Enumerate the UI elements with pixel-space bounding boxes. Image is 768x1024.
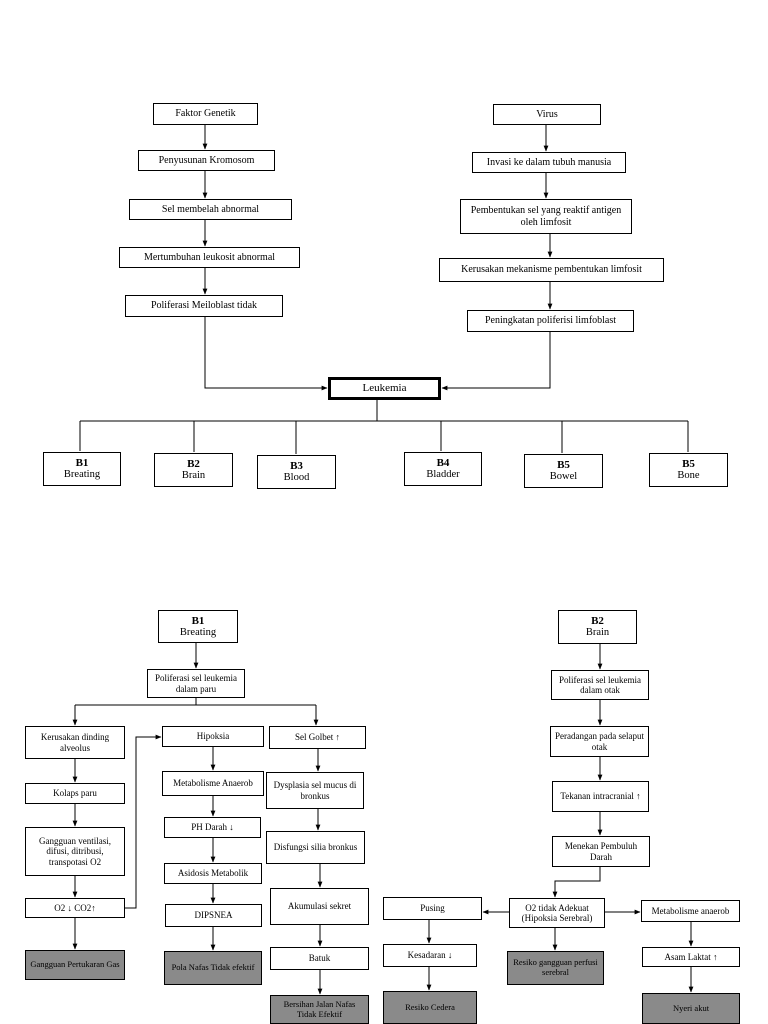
node-leukemia: Leukemia — [328, 377, 441, 400]
branch-label: Bowel — [549, 471, 578, 483]
b2-label: Brain — [585, 627, 610, 639]
node-penyusunan-kromosom: Penyusunan Kromosom — [138, 150, 275, 171]
branch-label: Bladder — [426, 469, 460, 481]
node-kerusakan-limfosit: Kerusakan mekanisme pembentukan limfosit — [439, 258, 664, 282]
b1-mid-2: Metabolisme Anaerob — [162, 771, 264, 796]
b1-dx-gas-exchange: Gangguan Pertukaran Gas — [25, 950, 125, 980]
node-virus: Virus — [493, 104, 601, 125]
branch-code: B1 — [75, 457, 89, 470]
branch-b1: B1 Breating — [43, 452, 121, 486]
b2-dx-acute-pain: Nyeri akut — [642, 993, 740, 1024]
b2-chain-1: Poliferasi sel leukemia dalam otak — [551, 670, 649, 700]
b1-dx-airway: Bersihan Jalan Nafas Tidak Efektif — [270, 995, 369, 1024]
node-sel-membelah-abnormal: Sel membelah abnormal — [129, 199, 292, 220]
node-pembentukan-sel-reaktif: Pembentukan sel yang reaktif antigen ole… — [460, 199, 632, 234]
b1-left-1: Kerusakan dinding alveolus — [25, 726, 125, 759]
b1-right-1: Sel Golbet ↑ — [269, 726, 366, 749]
b1-right-4: Akumulasi sekret — [270, 888, 369, 925]
branch-b3: B3 Blood — [257, 455, 336, 489]
branch-code: B3 — [290, 460, 303, 473]
b1-label: Breating — [179, 626, 217, 638]
branch-b5-bowel: B5 Bowel — [524, 454, 603, 488]
b2-chain-5: O2 tidak Adekuat (Hipoksia Serebral) — [509, 898, 605, 928]
node-invasi-tubuh: Invasi ke dalam tubuh manusia — [472, 152, 626, 173]
branch-label: Breating — [63, 469, 101, 481]
b2-left-1: Pusing — [383, 897, 482, 920]
b1-mid-4: Asidosis Metabolik — [164, 863, 262, 884]
node-pertumbuhan-leukosit: Mertumbuhan leukosit abnormal — [119, 247, 300, 268]
branch-code: B4 — [436, 457, 450, 470]
node-poliferasi-meiloblast: Poliferasi Meiloblast tidak — [125, 295, 283, 317]
b1-header: B1 Breating — [158, 610, 238, 643]
branch-code: B5 — [557, 459, 570, 472]
b1-left-4: O2 ↓ CO2↑ — [25, 898, 125, 918]
b2-right-1: Metabolisme anaerob — [641, 900, 740, 922]
b2-chain-3: Tekanan intracranial ↑ — [552, 781, 649, 812]
b2-chain-2: Peradangan pada selaput otak — [550, 726, 649, 757]
b2-header: B2 Brain — [558, 610, 637, 644]
node-peningkatan-limfoblast: Peningkatan poliferisi limfoblast — [467, 310, 634, 332]
b1-root: Poliferasi sel leukemia dalam paru — [147, 669, 245, 698]
b2-dx-cerebral-perfusion: Resiko gangguan perfusi serebral — [507, 951, 604, 985]
b2-right-2: Asam Laktat ↑ — [642, 947, 740, 967]
branch-label: Brain — [181, 470, 206, 482]
b2-dx-injury-risk: Resiko Cedera — [383, 991, 477, 1024]
b2-left-2: Kesadaran ↓ — [383, 944, 477, 967]
b2-code: B2 — [591, 615, 604, 628]
b1-dx-breathing-pattern: Pola Nafas Tidak efektif — [164, 951, 262, 985]
b1-right-5: Batuk — [270, 947, 369, 970]
branch-b5-bone: B5 Bone — [649, 453, 728, 487]
node-faktor-genetik: Faktor Genetik — [153, 103, 258, 125]
b1-left-3: Gangguan ventilasi, difusi, ditribusi, t… — [25, 827, 125, 876]
b1-mid-5: DIPSNEA — [165, 904, 262, 927]
b1-left-2: Kolaps paru — [25, 783, 125, 804]
b1-mid-3: PH Darah ↓ — [164, 817, 261, 838]
branch-b4: B4 Bladder — [404, 452, 482, 486]
branch-code: B5 — [682, 458, 695, 471]
b2-chain-4: Menekan Pembuluh Darah — [552, 836, 650, 867]
b1-code: B1 — [191, 614, 205, 627]
branch-label: Blood — [283, 472, 310, 484]
branch-code: B2 — [187, 458, 200, 471]
branch-label: Bone — [677, 470, 700, 482]
b1-right-3: Disfungsi silia bronkus — [266, 831, 365, 864]
b1-mid-1: Hipoksia — [162, 726, 264, 747]
b1-right-2: Dysplasia sel mucus di bronkus — [266, 772, 364, 809]
branch-b2: B2 Brain — [154, 453, 233, 487]
